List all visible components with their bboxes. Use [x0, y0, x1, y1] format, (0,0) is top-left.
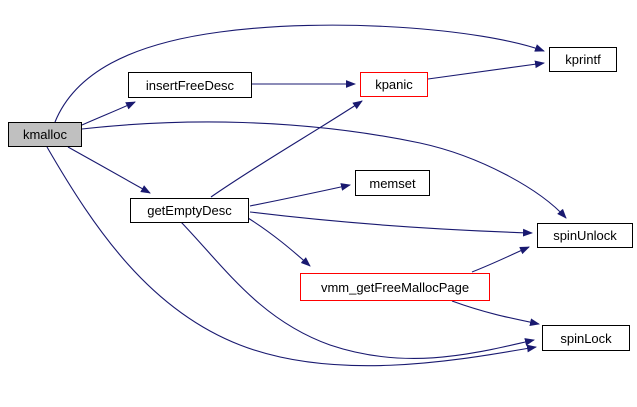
node-vmm_getFreeMallocPage-label: vmm_getFreeMallocPage [320, 279, 470, 295]
node-vmm_getFreeMallocPage[interactable]: vmm_getFreeMallocPage [300, 273, 490, 301]
edge-kpanic-to-kprintf [427, 60, 545, 80]
node-insertFreeDesc[interactable]: insertFreeDesc [128, 72, 252, 98]
edge-getEmptyDesc-to-kpanic [210, 100, 363, 198]
node-spinLock[interactable]: spinLock [542, 325, 630, 351]
node-kpanic-label: kpanic [375, 77, 413, 92]
node-spinUnlock[interactable]: spinUnlock [537, 223, 633, 248]
node-spinUnlock-label: spinUnlock [553, 228, 617, 243]
node-kprintf-label: kprintf [565, 52, 601, 67]
edge-vmm_getFreeMallocPage-to-spinUnlock [471, 246, 530, 273]
edge-getEmptyDesc-to-vmm_getFreeMallocPage [247, 217, 311, 267]
edge-getEmptyDesc-to-spinLock [180, 221, 535, 359]
node-kpanic[interactable]: kpanic [360, 72, 428, 97]
node-kprintf[interactable]: kprintf [549, 47, 617, 72]
edge-kmalloc-to-insertFreeDesc [81, 101, 136, 126]
edge-kmalloc-to-spinUnlock [81, 121, 567, 219]
node-memset-label: memset [369, 175, 416, 191]
node-kmalloc[interactable]: kmalloc [8, 122, 82, 147]
edge-kmalloc-to-kprintf [54, 24, 545, 123]
edge-vmm_getFreeMallocPage-to-spinLock [451, 300, 540, 326]
edge-getEmptyDesc-to-spinUnlock [249, 211, 533, 237]
node-memset[interactable]: memset [355, 170, 430, 196]
edge-kmalloc-to-getEmptyDesc [67, 146, 151, 194]
node-kmalloc-label: kmalloc [22, 127, 68, 142]
node-insertFreeDesc-label: insertFreeDesc [145, 77, 235, 93]
edge-kmalloc-to-spinLock [46, 146, 537, 367]
edge-getEmptyDesc-to-memset [249, 183, 351, 207]
node-getEmptyDesc[interactable]: getEmptyDesc [130, 198, 249, 223]
node-getEmptyDesc-label: getEmptyDesc [147, 203, 232, 218]
node-spinLock-label: spinLock [560, 330, 612, 346]
